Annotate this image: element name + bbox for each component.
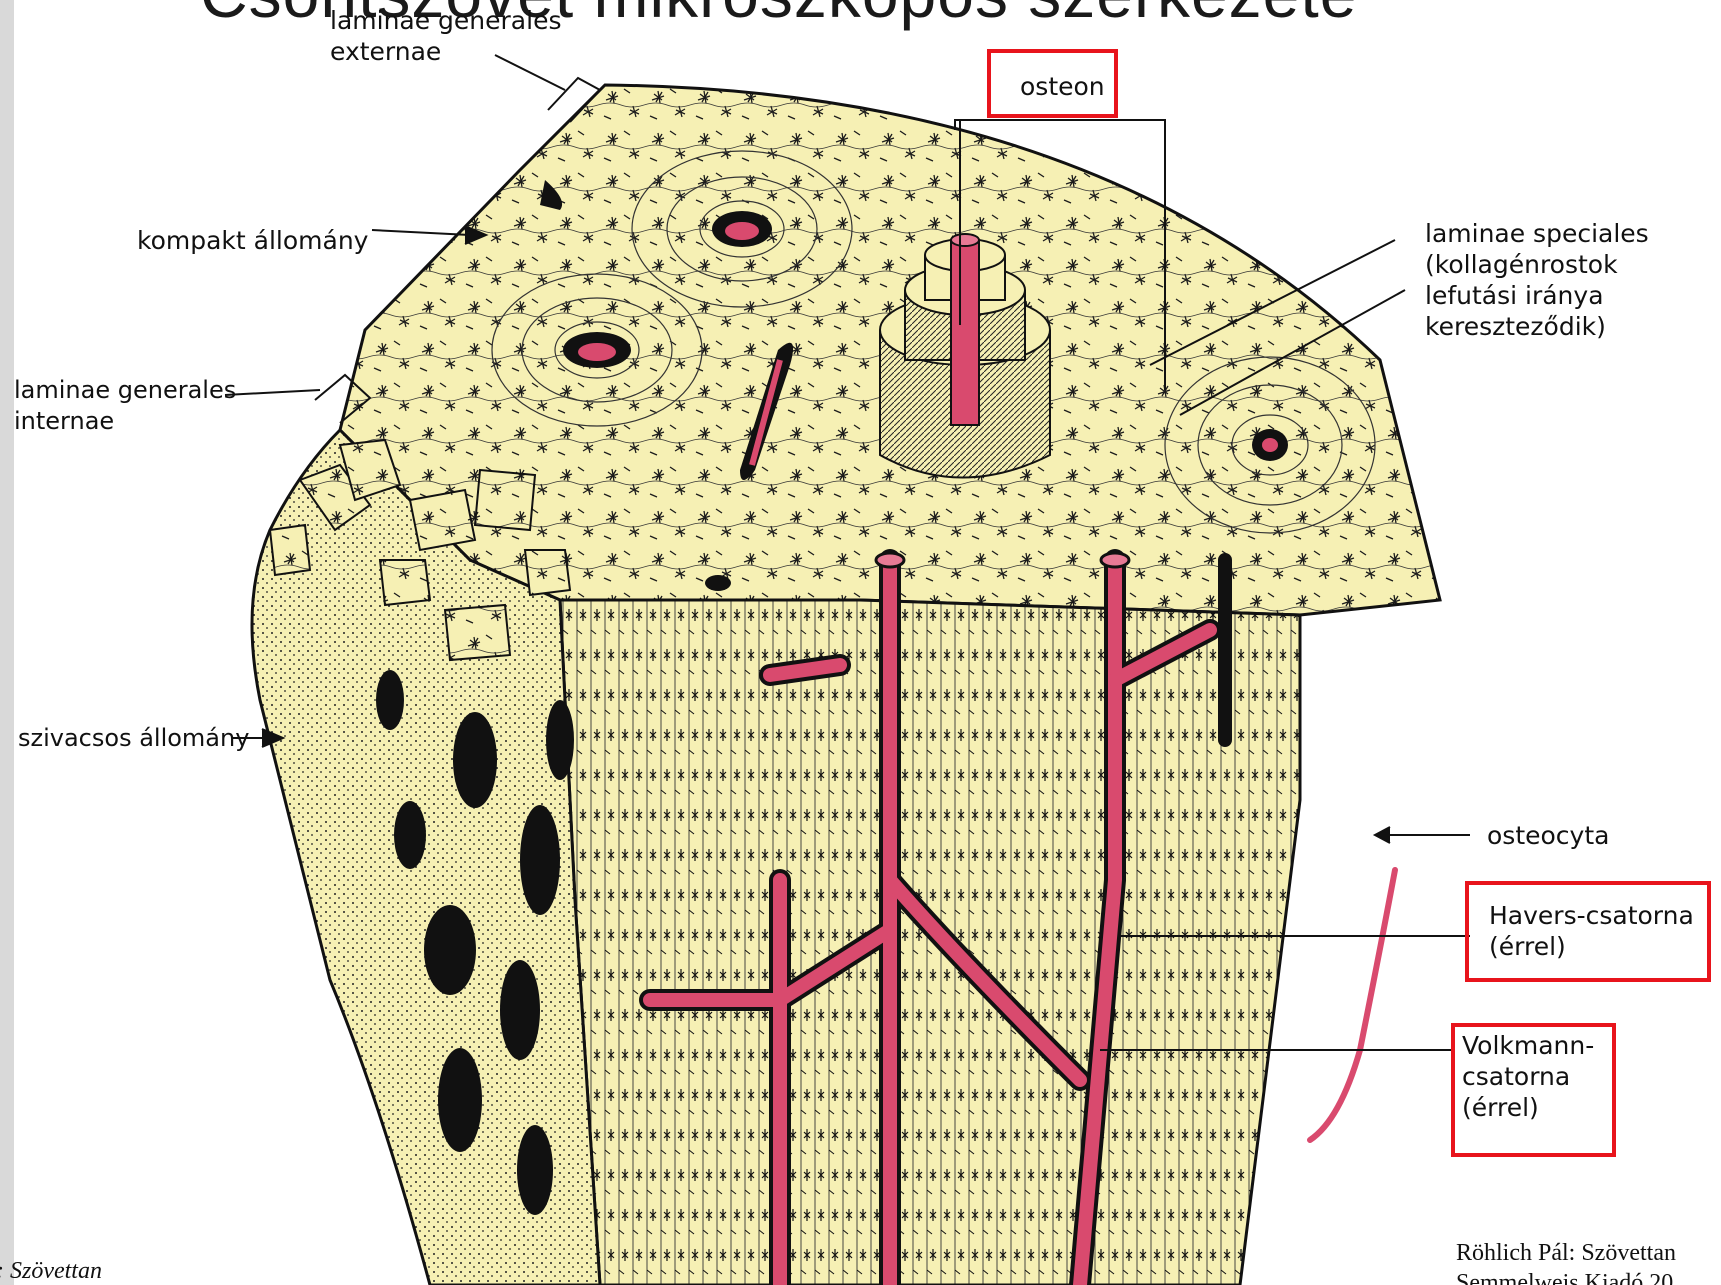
label-laminae-generales-externae: laminae generales externae	[330, 5, 561, 67]
citation-left: : Szövettan	[0, 1258, 102, 1285]
label-volkmann-csatorna: Volkmann- csatorna (érrel)	[1462, 1030, 1594, 1123]
spongy-bone	[252, 430, 600, 1285]
label-laminae-speciales: laminae speciales (kollagénrostok lefutá…	[1425, 218, 1649, 342]
label-osteocyta: osteocyta	[1487, 820, 1609, 851]
label-szivacsos-allomany: szivacsos állomány	[18, 723, 249, 754]
label-kompakt-allomany: kompakt állomány	[137, 225, 368, 256]
label-havers-csatorna: Havers-csatorna (érrel)	[1489, 900, 1694, 962]
citation-right-line1: Röhlich Pál: Szövettan	[1456, 1240, 1676, 1267]
label-osteon: osteon	[1020, 71, 1105, 102]
citation-right-line2: Semmelweis Kiadó 20	[1456, 1270, 1673, 1285]
label-laminae-generales-internae: laminae generales internae	[14, 375, 236, 437]
